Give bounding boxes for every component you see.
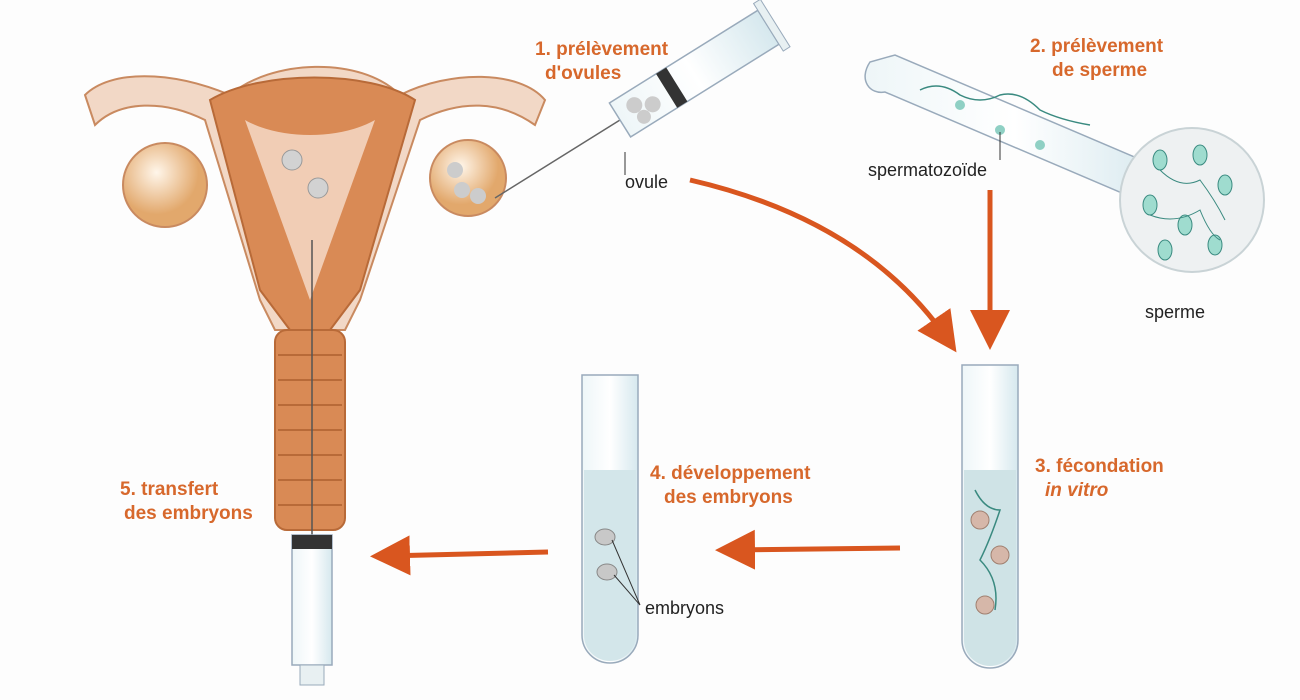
step1-line1: 1. prélèvement — [535, 39, 669, 60]
transfer-syringe — [291, 534, 333, 686]
step4-line1: 4. développement — [650, 463, 811, 484]
step1-label: 1. prélèvement d'ovules — [535, 38, 668, 86]
step5-line1: 5. transfert — [120, 479, 219, 500]
step1-line2: d'ovules — [545, 63, 622, 84]
ovule-label: ovule — [625, 172, 669, 192]
step4-label: 4. développement des embryons — [650, 462, 811, 510]
step2-line2: de sperme — [1052, 60, 1148, 81]
step3-label: 3. fécondation in vitro — [1035, 455, 1164, 503]
step2-line1: 2. prélèvement — [1030, 36, 1164, 57]
spermatozoide-label: spermatozoïde — [868, 160, 988, 180]
process-arrows — [370, 177, 1010, 576]
step5-label: 5. transfert des embryons — [120, 478, 253, 526]
sperm-tube — [864, 54, 1265, 273]
fertilization-tube — [961, 364, 1019, 669]
arrow-step4-to-step5 — [370, 535, 549, 576]
embryo-tube — [581, 374, 641, 664]
sperme-label: sperme — [1145, 302, 1206, 322]
step5-line2: des embryons — [124, 503, 253, 524]
uterus-illustration — [83, 65, 547, 540]
egg-syringe — [494, 0, 791, 199]
arrow-ovule-to-tube — [689, 177, 957, 353]
step3-line2: in vitro — [1045, 480, 1109, 501]
step4-line2: des embryons — [664, 487, 793, 508]
step3-line1: 3. fécondation — [1035, 456, 1164, 477]
arrow-step3-to-step4 — [715, 529, 901, 570]
step2-label: 2. prélèvement de sperme — [1030, 35, 1163, 83]
embryons-label: embryons — [645, 598, 725, 618]
